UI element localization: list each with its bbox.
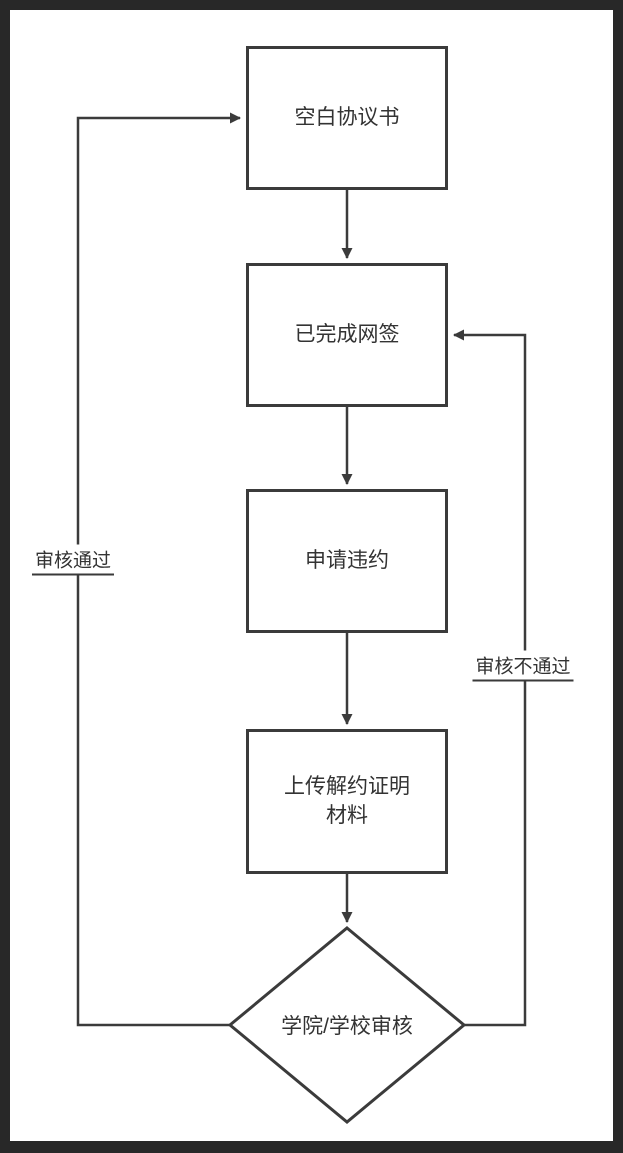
node-apply-breach-label: 申请违约: [305, 548, 389, 572]
edge-label-review-pass: 审核通过: [31, 544, 115, 576]
node-completed-signing-label: 已完成网签: [294, 322, 400, 346]
node-apply-breach: 申请违约: [246, 489, 448, 633]
node-blank-agreement-label: 空白协议书: [294, 105, 400, 129]
node-upload-proof: 上传解约证明材料: [246, 729, 448, 874]
node-review-label: 学院/学校审核: [281, 1015, 413, 1038]
node-completed-signing: 已完成网签: [246, 263, 448, 407]
node-blank-agreement: 空白协议书: [246, 46, 448, 190]
node-upload-proof-label: 上传解约证明材料: [284, 775, 410, 827]
edge-label-review-fail: 审核不通过: [472, 650, 574, 682]
